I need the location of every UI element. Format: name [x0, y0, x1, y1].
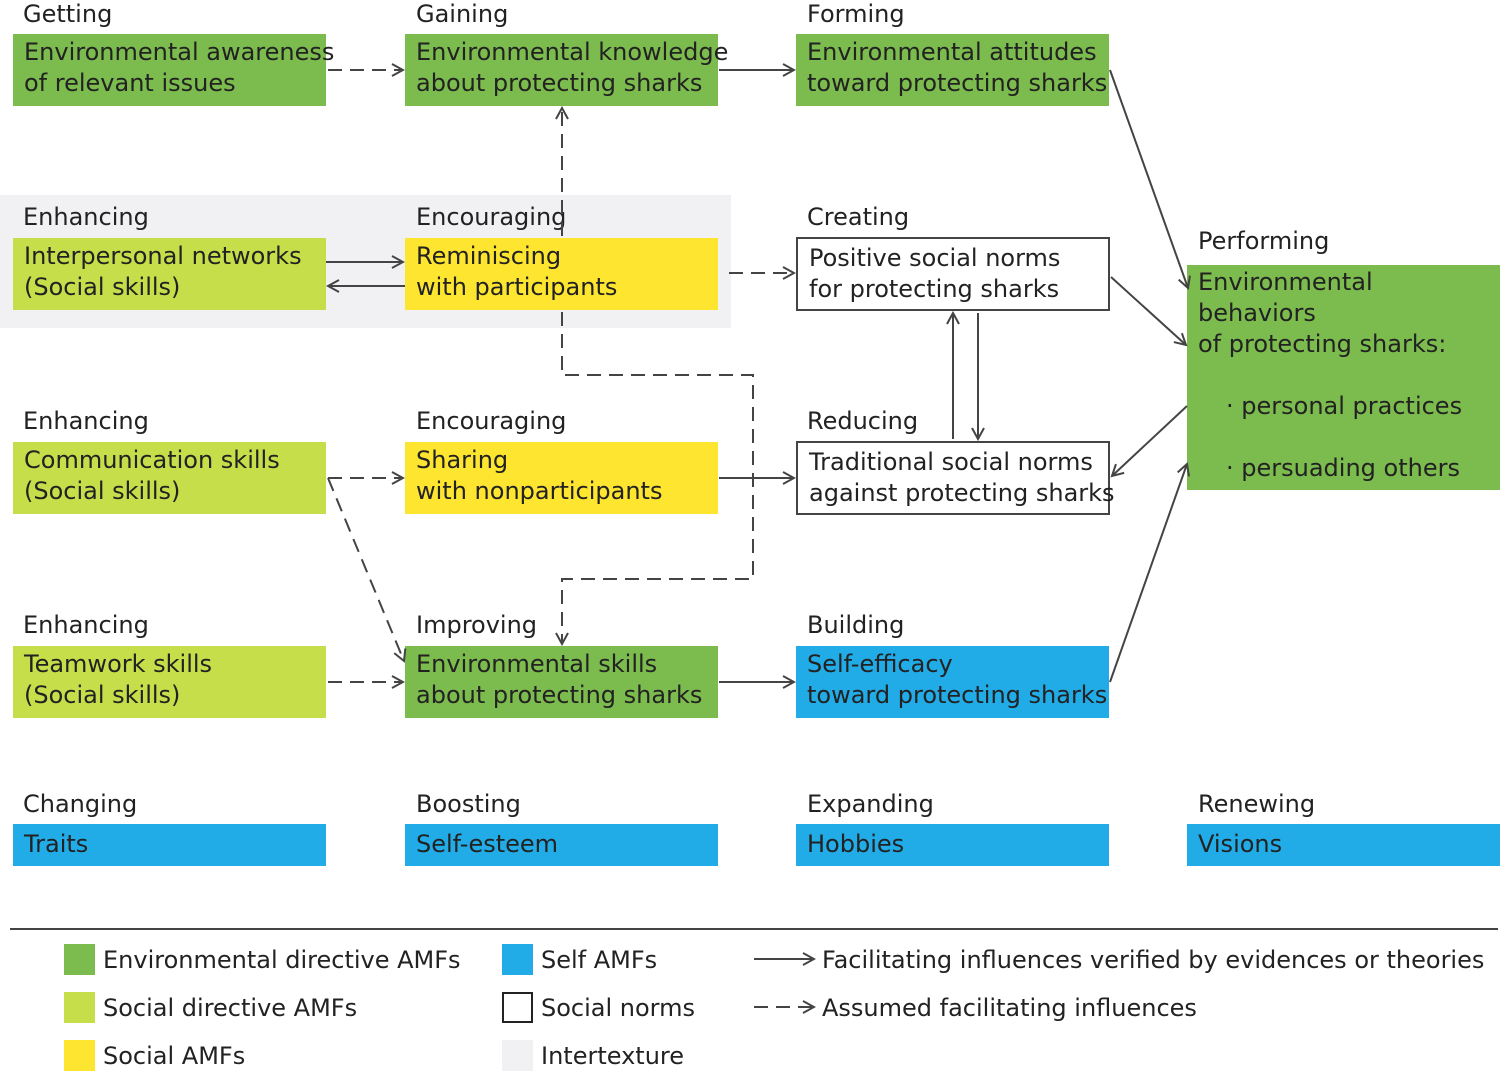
box-traditional-norms: Traditional social norms against protect… — [796, 441, 1115, 515]
arrow-performing-traditional — [1112, 405, 1188, 476]
stage-gaining: Gaining — [416, 0, 509, 28]
stage-creating: Creating — [807, 203, 910, 231]
legend-swatch-self-amfs — [502, 944, 533, 975]
legend-solid-arrow: Facilitating influences verified by evid… — [822, 946, 1485, 974]
bullet-persuading-others: · persuading others — [1226, 454, 1460, 482]
stage-renewing: Renewing — [1198, 790, 1316, 818]
box-sharing: Sharing with nonparticipants — [405, 442, 718, 514]
stage-enhancing-teamwork: Enhancing — [23, 611, 149, 639]
box-communication: Communication skills (Social skills) — [13, 442, 326, 514]
stage-enhancing-communication: Enhancing — [23, 407, 149, 435]
arrow-positive-norms-performing — [1110, 276, 1186, 345]
legend-divider — [10, 928, 1498, 930]
stage-forming: Forming — [807, 0, 905, 28]
stage-enhancing-networks: Enhancing — [23, 203, 149, 231]
legend-swatch-intertexture — [502, 1040, 533, 1071]
legend-self-amfs: Self AMFs — [541, 946, 658, 974]
legend-swatch-social-directive — [64, 992, 95, 1023]
stage-improving: Improving — [416, 611, 538, 639]
stage-reducing: Reducing — [807, 407, 919, 435]
arrow-communication-env-skills — [327, 477, 404, 661]
arrow-attitudes-performing — [1109, 69, 1188, 288]
stage-getting: Getting — [23, 0, 113, 28]
stage-encouraging-sharing: Encouraging — [416, 407, 567, 435]
legend-intertexture: Intertexture — [541, 1042, 685, 1070]
box-attitudes: Environmental attitudes toward protectin… — [796, 34, 1109, 106]
box-reminiscing: Reminiscing with participants — [405, 238, 718, 310]
stage-performing: Performing — [1198, 227, 1330, 255]
box-hobbies: Hobbies — [796, 824, 1109, 866]
legend-social-directive: Social directive AMFs — [103, 994, 358, 1022]
legend-swatch-env-directive — [64, 944, 95, 975]
stage-encouraging-reminiscing: Encouraging — [416, 203, 567, 231]
box-positive-norms: Positive social norms for protecting sha… — [796, 237, 1110, 311]
legend-dashed-arrow: Assumed facilitating influences — [822, 994, 1197, 1022]
legend-social-norms: Social norms — [541, 994, 696, 1022]
legend-swatch-social-norms — [502, 992, 533, 1023]
box-traits: Traits — [13, 824, 326, 866]
box-visions: Visions — [1187, 824, 1500, 866]
box-awareness: Environmental awareness of relevant issu… — [13, 34, 334, 106]
stage-changing: Changing — [23, 790, 138, 818]
box-teamwork: Teamwork skills (Social skills) — [13, 646, 326, 718]
box-networks: Interpersonal networks (Social skills) — [13, 238, 326, 310]
legend-env-directive: Environmental directive AMFs — [103, 946, 461, 974]
box-self-efficacy: Self-efficacy toward protecting sharks — [796, 646, 1109, 718]
legend-swatch-social-amfs — [64, 1040, 95, 1071]
stage-boosting: Boosting — [416, 790, 521, 818]
arrow-self-efficacy-performing — [1109, 464, 1187, 683]
box-env-skills: Environmental skills about protecting sh… — [405, 646, 718, 718]
box-self-esteem: Self-esteem — [405, 824, 718, 866]
legend-social-amfs: Social AMFs — [103, 1042, 246, 1070]
stage-expanding: Expanding — [807, 790, 934, 818]
box-knowledge: Environmental knowledge about protecting… — [405, 34, 728, 106]
stage-building: Building — [807, 611, 905, 639]
bullet-personal-practices: · personal practices — [1226, 392, 1463, 420]
box-performing: Environmental behaviors of protecting sh… — [1187, 265, 1500, 490]
